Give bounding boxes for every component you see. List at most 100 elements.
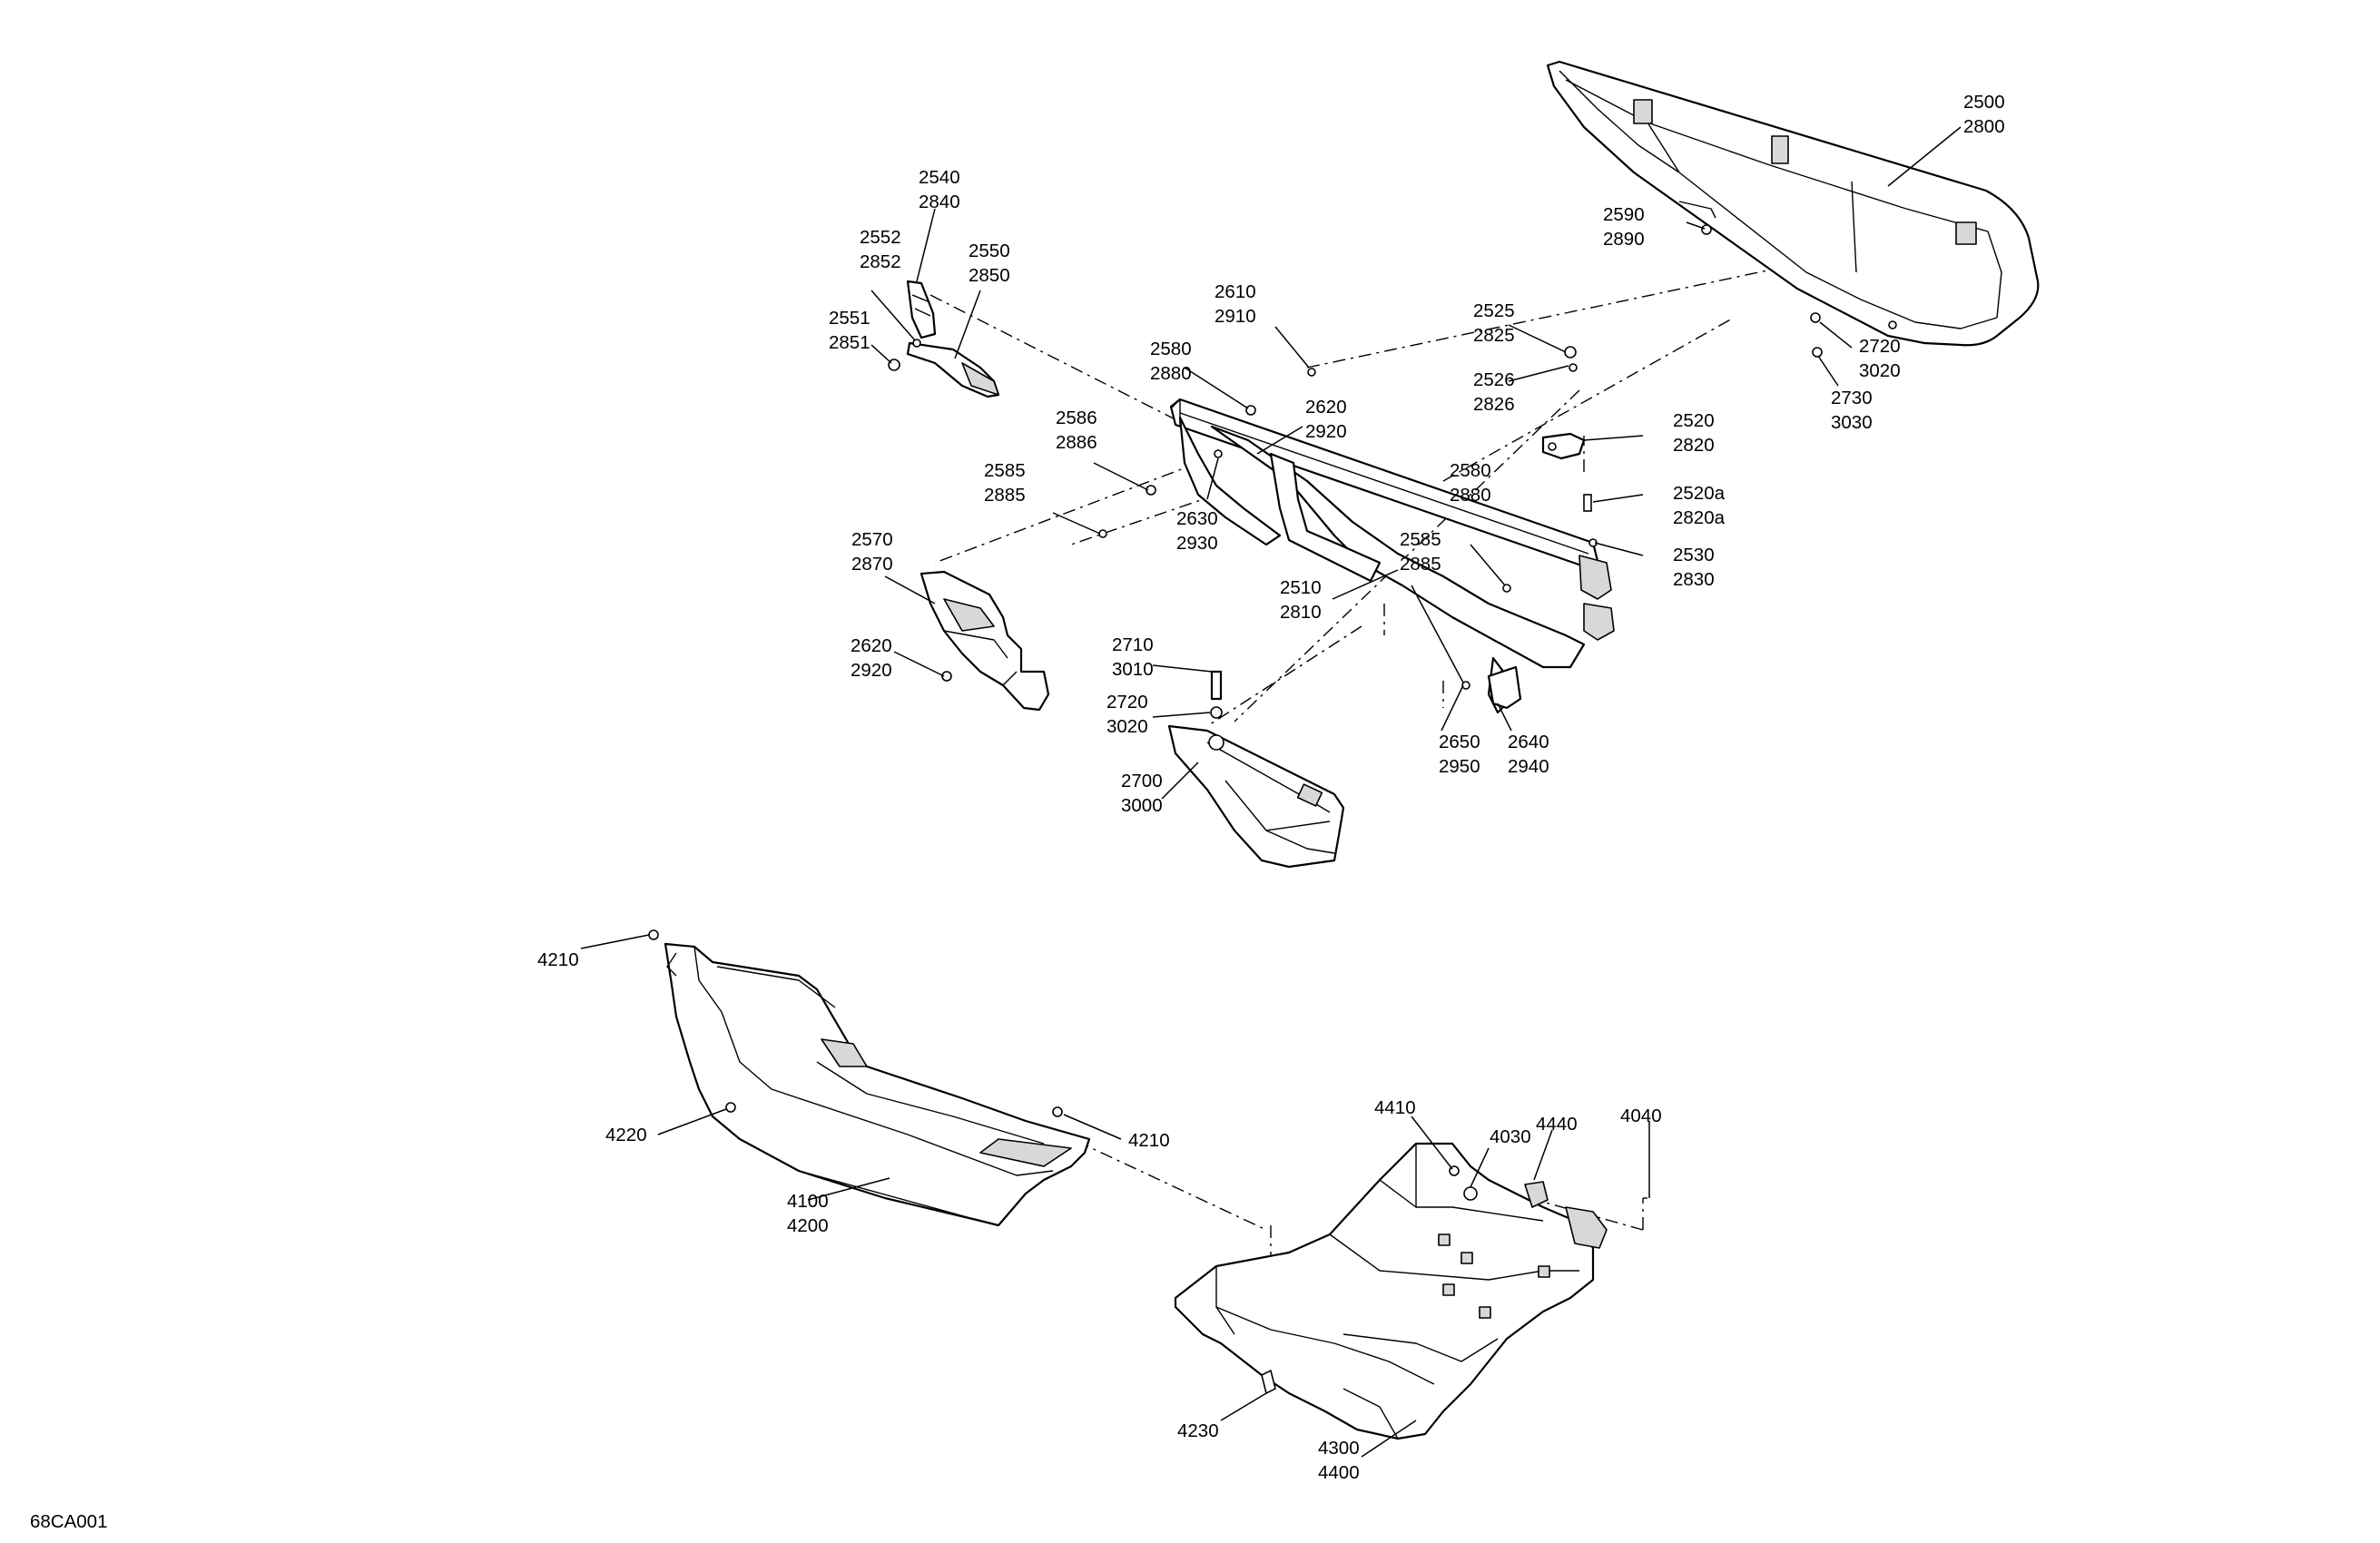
callout-25: 2710 3010 bbox=[1112, 634, 1154, 680]
callout-line: 3000 bbox=[1121, 795, 1163, 816]
callout-line: 2720 bbox=[1859, 336, 1901, 357]
callout-line: 2880 bbox=[1450, 485, 1491, 506]
skid-plate-4300 bbox=[1174, 1142, 1608, 1440]
callout-37: 4040 bbox=[1620, 1106, 1662, 1126]
callout-line: 2570 bbox=[851, 529, 893, 550]
callout-line: 3010 bbox=[1112, 659, 1154, 680]
callout-5: 2540 2840 bbox=[919, 167, 960, 212]
callout-line: 2800 bbox=[1963, 116, 2005, 137]
callout-20: 2530 2830 bbox=[1673, 545, 1715, 590]
callout-line: 4040 bbox=[1620, 1106, 1662, 1126]
callout-line: 2930 bbox=[1176, 533, 1218, 554]
callout-9: 2610 2910 bbox=[1215, 281, 1256, 327]
callout-line: 2840 bbox=[919, 192, 960, 212]
callout-line: 4410 bbox=[1374, 1097, 1416, 1118]
drawing-code: 68CA001 bbox=[30, 1511, 107, 1532]
callout-line: 2525 bbox=[1473, 300, 1515, 321]
callout-line: 2920 bbox=[851, 660, 892, 681]
callout-31: 4220 bbox=[605, 1125, 647, 1145]
callout-line: 4400 bbox=[1318, 1462, 1360, 1483]
step-plate-2700 bbox=[1167, 670, 1345, 869]
callout-line: 4230 bbox=[1177, 1420, 1219, 1441]
callout-line: 2710 bbox=[1112, 634, 1154, 655]
callout-23: 2570 2870 bbox=[851, 529, 893, 575]
callout-line: 3030 bbox=[1831, 412, 1873, 433]
callout-line: 2825 bbox=[1473, 325, 1515, 346]
callout-line: 4030 bbox=[1490, 1126, 1531, 1147]
callout-line: 2851 bbox=[829, 332, 870, 353]
callout-line: 4300 bbox=[1318, 1438, 1360, 1459]
callout-line: 3020 bbox=[1859, 360, 1901, 381]
callout-35: 4030 bbox=[1490, 1126, 1531, 1147]
callout-34: 4410 bbox=[1374, 1097, 1416, 1118]
callout-line: 2510 bbox=[1280, 577, 1322, 598]
callout-line: 2870 bbox=[851, 554, 893, 575]
callout-line: 4210 bbox=[1128, 1130, 1170, 1151]
callout-line: 2880 bbox=[1150, 363, 1192, 384]
callout-24: 2620 2920 bbox=[851, 635, 892, 681]
callout-labels: 2500 2800 2590 2890 2720 3020 2730 3030 2540 2840… bbox=[537, 92, 2005, 1483]
frame-fasteners bbox=[1098, 346, 1598, 690]
screw-2620-left bbox=[941, 671, 952, 682]
callout-line: 2620 bbox=[851, 635, 892, 656]
callout-line: 2810 bbox=[1280, 602, 1322, 623]
callout-line: 4220 bbox=[605, 1125, 647, 1145]
callout-2: 2590 2890 bbox=[1603, 204, 1645, 250]
callout-line: 2520 bbox=[1673, 410, 1715, 431]
callout-line: 2830 bbox=[1673, 569, 1715, 590]
callout-8: 2551 2851 bbox=[829, 308, 870, 353]
callout-line: 2850 bbox=[969, 265, 1010, 286]
hardware-2720-2730 bbox=[1810, 312, 1823, 358]
callout-line: 2650 bbox=[1439, 732, 1480, 752]
callout-3: 2720 3020 bbox=[1859, 336, 1901, 381]
leader-lines bbox=[580, 126, 1962, 1458]
callout-26: 2720 3020 bbox=[1106, 692, 1148, 737]
callout-line: 2730 bbox=[1831, 388, 1873, 408]
callout-line: 2940 bbox=[1508, 756, 1549, 777]
callout-line: 3020 bbox=[1106, 716, 1148, 737]
callout-line: 2950 bbox=[1439, 756, 1480, 777]
callout-15: 2525 2825 bbox=[1473, 300, 1515, 346]
callout-line: 2720 bbox=[1106, 692, 1148, 713]
callout-17: 2520 2820 bbox=[1673, 410, 1715, 456]
callout-39: 4300 4400 bbox=[1318, 1438, 1360, 1483]
callout-line: 2551 bbox=[829, 308, 870, 329]
callout-line: 2552 bbox=[860, 227, 901, 248]
skid-plate-4100 bbox=[648, 929, 1091, 1227]
callout-28: 2650 2950 bbox=[1439, 732, 1480, 777]
callout-1: 2500 2800 bbox=[1963, 92, 2005, 137]
callout-line: 2590 bbox=[1603, 204, 1645, 225]
callout-line: 2610 bbox=[1215, 281, 1256, 302]
callout-line: 2820 bbox=[1673, 435, 1715, 456]
callout-13: 2585 2885 bbox=[984, 460, 1026, 506]
callout-line: 2885 bbox=[984, 485, 1026, 506]
callout-line: 2886 bbox=[1056, 432, 1097, 453]
callout-line: 2890 bbox=[1603, 229, 1645, 250]
callout-line: 2500 bbox=[1963, 92, 2005, 113]
callout-38: 4230 bbox=[1177, 1420, 1219, 1441]
callout-line: 2700 bbox=[1121, 771, 1163, 791]
callout-line: 2540 bbox=[919, 167, 960, 188]
callout-line: 2910 bbox=[1215, 306, 1256, 327]
callout-14: 2630 2930 bbox=[1176, 508, 1218, 554]
strap-2550 bbox=[906, 341, 1000, 398]
callout-line: 4210 bbox=[537, 949, 579, 970]
callout-line: 2530 bbox=[1673, 545, 1715, 565]
callout-line: 2520a bbox=[1673, 483, 1726, 504]
callout-line: 2620 bbox=[1305, 397, 1347, 418]
callout-4: 2730 3030 bbox=[1831, 388, 1873, 433]
callout-line: 4100 bbox=[787, 1191, 829, 1212]
callout-line: 2630 bbox=[1176, 508, 1218, 529]
side-panel-2500 bbox=[1546, 60, 2040, 347]
callout-line: 2585 bbox=[984, 460, 1026, 481]
callout-line: 2885 bbox=[1400, 554, 1441, 575]
bracket-2640 bbox=[1487, 665, 1522, 710]
